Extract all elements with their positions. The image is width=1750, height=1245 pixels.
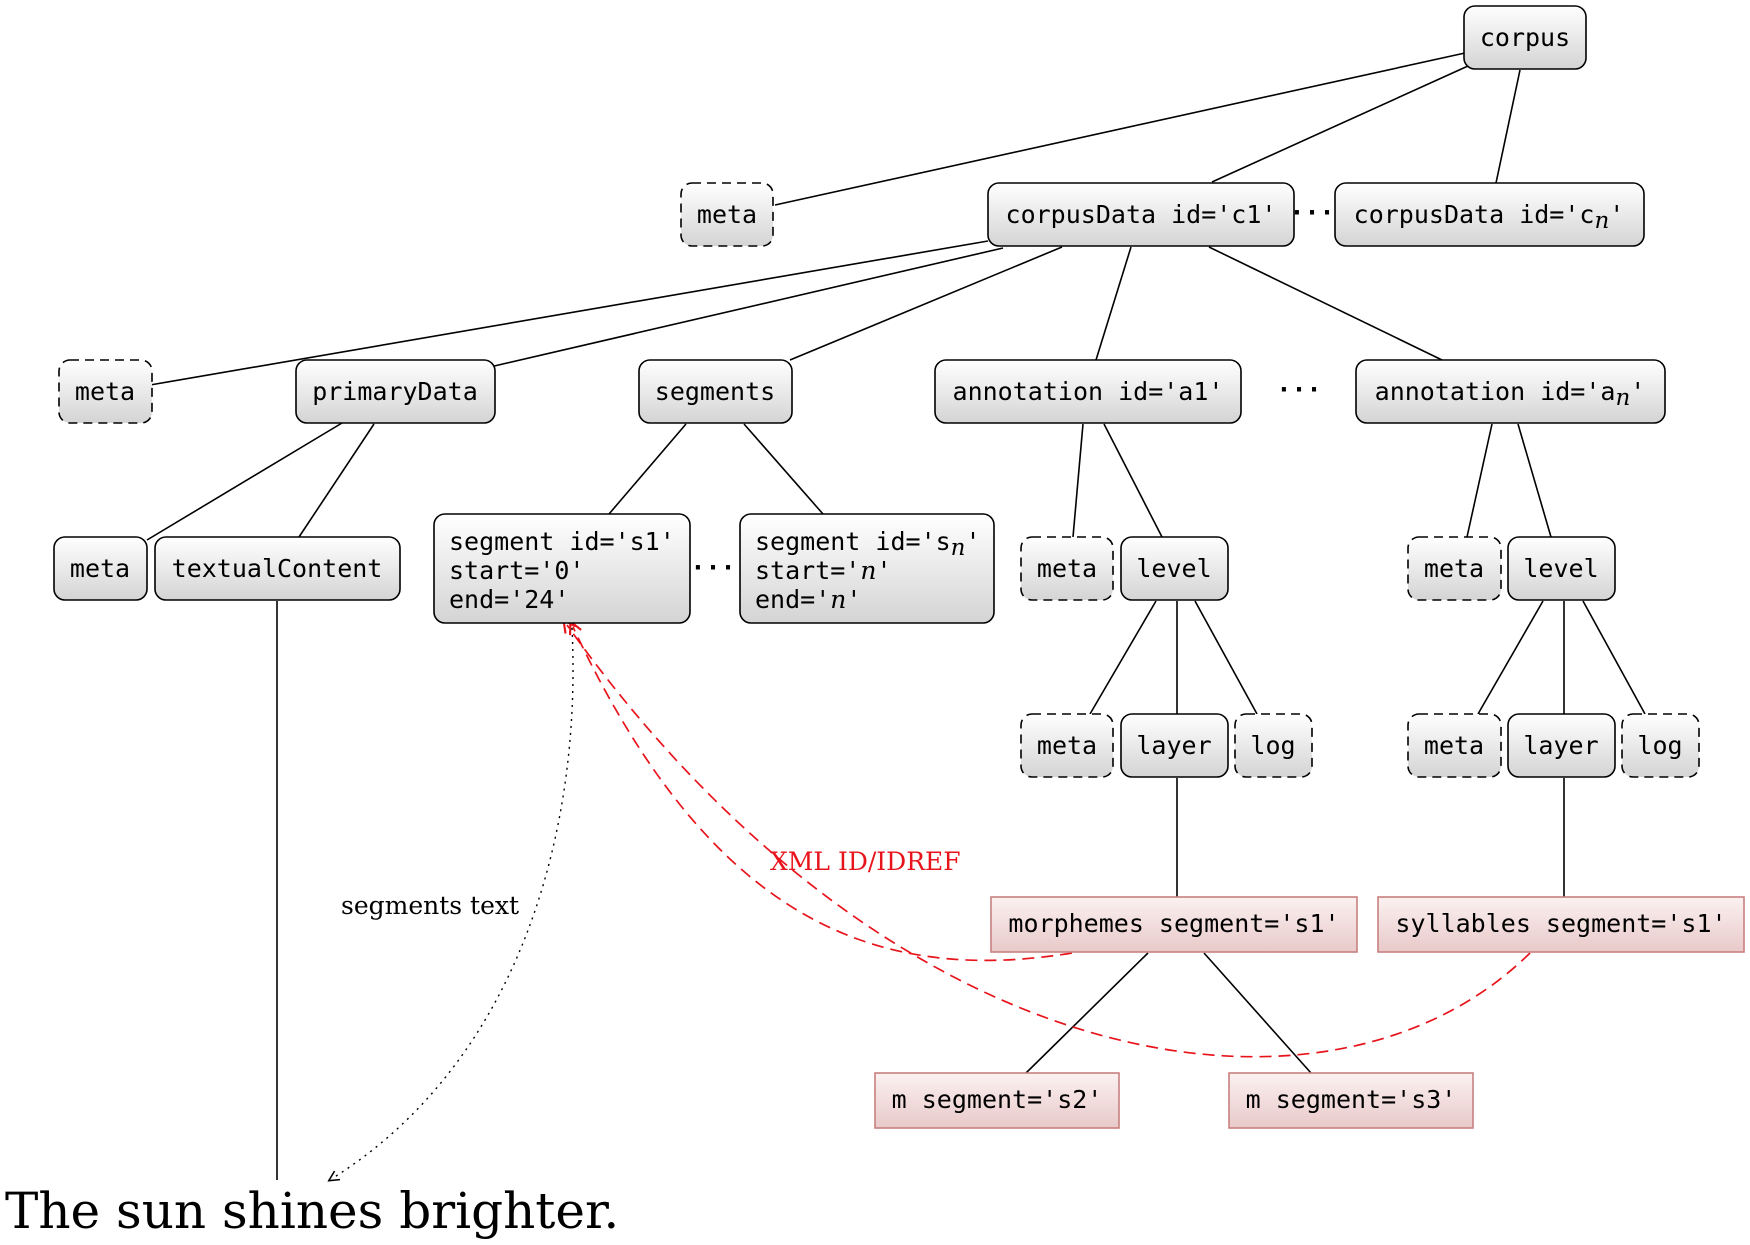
edge-cd-annotation-n: [1208, 246, 1443, 361]
edge-pd-meta: [146, 422, 343, 541]
node-m-segment-s2[interactable]: m segment='s2': [874, 1072, 1120, 1129]
node-corpusdata-cn[interactable]: corpusData id='cn': [1334, 182, 1645, 247]
edge-an-level-meta: [1477, 600, 1544, 715]
tree-nodes: corpus meta corpusData id='c1' ··· corpu…: [53, 5, 1745, 1129]
svg-text:meta: meta: [75, 377, 135, 406]
svg-text:start='0': start='0': [449, 556, 584, 585]
svg-text:end='24': end='24': [449, 585, 569, 614]
edge-corpus-corpusdata-1: [1211, 65, 1469, 183]
svg-text:meta: meta: [1424, 731, 1484, 760]
svg-text:annotation id='a1': annotation id='a1': [953, 377, 1224, 406]
node-a1-layer[interactable]: layer: [1120, 713, 1229, 778]
svg-text:end='n': end='n': [755, 585, 861, 614]
svg-text:annotation id='an': annotation id='an': [1375, 377, 1646, 411]
edge-a1-level: [1103, 423, 1163, 538]
node-m-segment-s3[interactable]: m segment='s3': [1228, 1072, 1474, 1129]
xml-idref-label: XML ID/IDREF: [770, 847, 961, 876]
edge-segments-segment-1: [608, 423, 687, 515]
edge-corpus-corpusdata-n: [1495, 69, 1521, 184]
idref-link-morphemes-segment: [573, 627, 1073, 962]
svg-text:level: level: [1523, 554, 1598, 583]
ellipsis-annotation: ···: [1276, 375, 1321, 404]
svg-text:m segment='s2': m segment='s2': [892, 1085, 1103, 1114]
edge-an-level: [1517, 423, 1552, 538]
primary-text-sentence: The sun shines brighter.: [5, 1182, 619, 1240]
node-annotation-an[interactable]: annotation id='an': [1355, 359, 1666, 424]
node-segment-sn[interactable]: segment id='sn' start='n' end='n': [739, 513, 995, 624]
svg-text:log: log: [1637, 731, 1682, 760]
node-annotation-an-level[interactable]: level: [1507, 536, 1616, 601]
svg-text:meta: meta: [697, 200, 757, 229]
edge-cd-meta: [149, 240, 989, 386]
edge-morphemes-m-s3: [1203, 952, 1312, 1074]
edge-morphemes-m-s2: [1025, 952, 1149, 1074]
node-primarydata[interactable]: primaryData: [295, 359, 496, 424]
svg-text:log: log: [1250, 731, 1295, 760]
node-annotation-a1[interactable]: annotation id='a1': [934, 359, 1242, 424]
svg-text:meta: meta: [70, 554, 130, 583]
edge-corpus-meta: [774, 52, 1466, 206]
svg-text:textualContent: textualContent: [172, 554, 383, 583]
svg-text:syllables segment='s1': syllables segment='s1': [1395, 909, 1726, 938]
ellipsis-segment: ···: [690, 553, 735, 582]
idref-link-syllables-segment: [567, 625, 1531, 1058]
node-morphemes[interactable]: morphemes segment='s1': [990, 896, 1358, 953]
node-an-level-meta[interactable]: meta: [1407, 713, 1502, 778]
svg-text:corpus: corpus: [1480, 23, 1570, 52]
svg-text:corpusData id='c1': corpusData id='c1': [1006, 200, 1277, 229]
node-segment-s1[interactable]: segment id='s1' start='0' end='24': [433, 513, 691, 624]
tree-edges: [146, 52, 1646, 1180]
svg-text:meta: meta: [1037, 731, 1097, 760]
svg-text:meta: meta: [1037, 554, 1097, 583]
node-segments[interactable]: segments: [638, 359, 793, 424]
edge-pd-textualcontent: [298, 423, 375, 538]
node-syllables[interactable]: syllables segment='s1': [1377, 896, 1745, 953]
edge-cd-segments: [789, 246, 1063, 361]
node-primarydata-meta[interactable]: meta: [53, 536, 148, 601]
edge-a1-level-meta: [1089, 600, 1157, 715]
edge-a1-level-log: [1194, 600, 1258, 715]
idref-links: [333, 625, 1531, 1178]
svg-text:layer: layer: [1136, 731, 1211, 760]
node-textualcontent[interactable]: textualContent: [154, 536, 401, 601]
node-corpus[interactable]: corpus: [1463, 5, 1587, 70]
svg-text:meta: meta: [1424, 554, 1484, 583]
svg-text:segment id='sn': segment id='sn': [755, 527, 981, 561]
edge-an-level-log: [1582, 600, 1646, 715]
node-an-layer[interactable]: layer: [1507, 713, 1616, 778]
node-corpusdata-c1[interactable]: corpusData id='c1': [987, 182, 1295, 247]
node-corpusdata-meta[interactable]: meta: [58, 359, 153, 424]
edge-cd-annotation-1: [1095, 246, 1132, 361]
node-an-log[interactable]: log: [1621, 713, 1700, 778]
svg-text:segments: segments: [655, 377, 775, 406]
svg-text:corpusData id='cn': corpusData id='cn': [1354, 200, 1625, 234]
svg-text:level: level: [1136, 554, 1211, 583]
node-annotation-a1-level[interactable]: level: [1120, 536, 1229, 601]
ellipsis-corpusdata: ···: [1289, 198, 1334, 227]
node-corpus-meta[interactable]: meta: [680, 182, 774, 247]
node-a1-level-meta[interactable]: meta: [1020, 713, 1114, 778]
edge-a1-meta: [1072, 423, 1084, 538]
edge-segments-segment-n: [743, 423, 824, 515]
svg-text:segment id='s1': segment id='s1': [449, 527, 675, 556]
node-annotation-a1-meta[interactable]: meta: [1020, 536, 1114, 601]
svg-text:start='n': start='n': [755, 556, 892, 585]
svg-text:morphemes segment='s1': morphemes segment='s1': [1008, 909, 1339, 938]
segments-text-label: segments text: [341, 891, 519, 920]
node-annotation-an-meta[interactable]: meta: [1407, 536, 1502, 601]
edge-cd-primarydata: [489, 247, 1004, 368]
svg-text:m segment='s3': m segment='s3': [1246, 1085, 1457, 1114]
node-a1-log[interactable]: log: [1234, 713, 1313, 778]
svg-text:layer: layer: [1523, 731, 1598, 760]
svg-text:primaryData: primaryData: [312, 377, 478, 406]
edge-an-meta: [1466, 423, 1493, 538]
